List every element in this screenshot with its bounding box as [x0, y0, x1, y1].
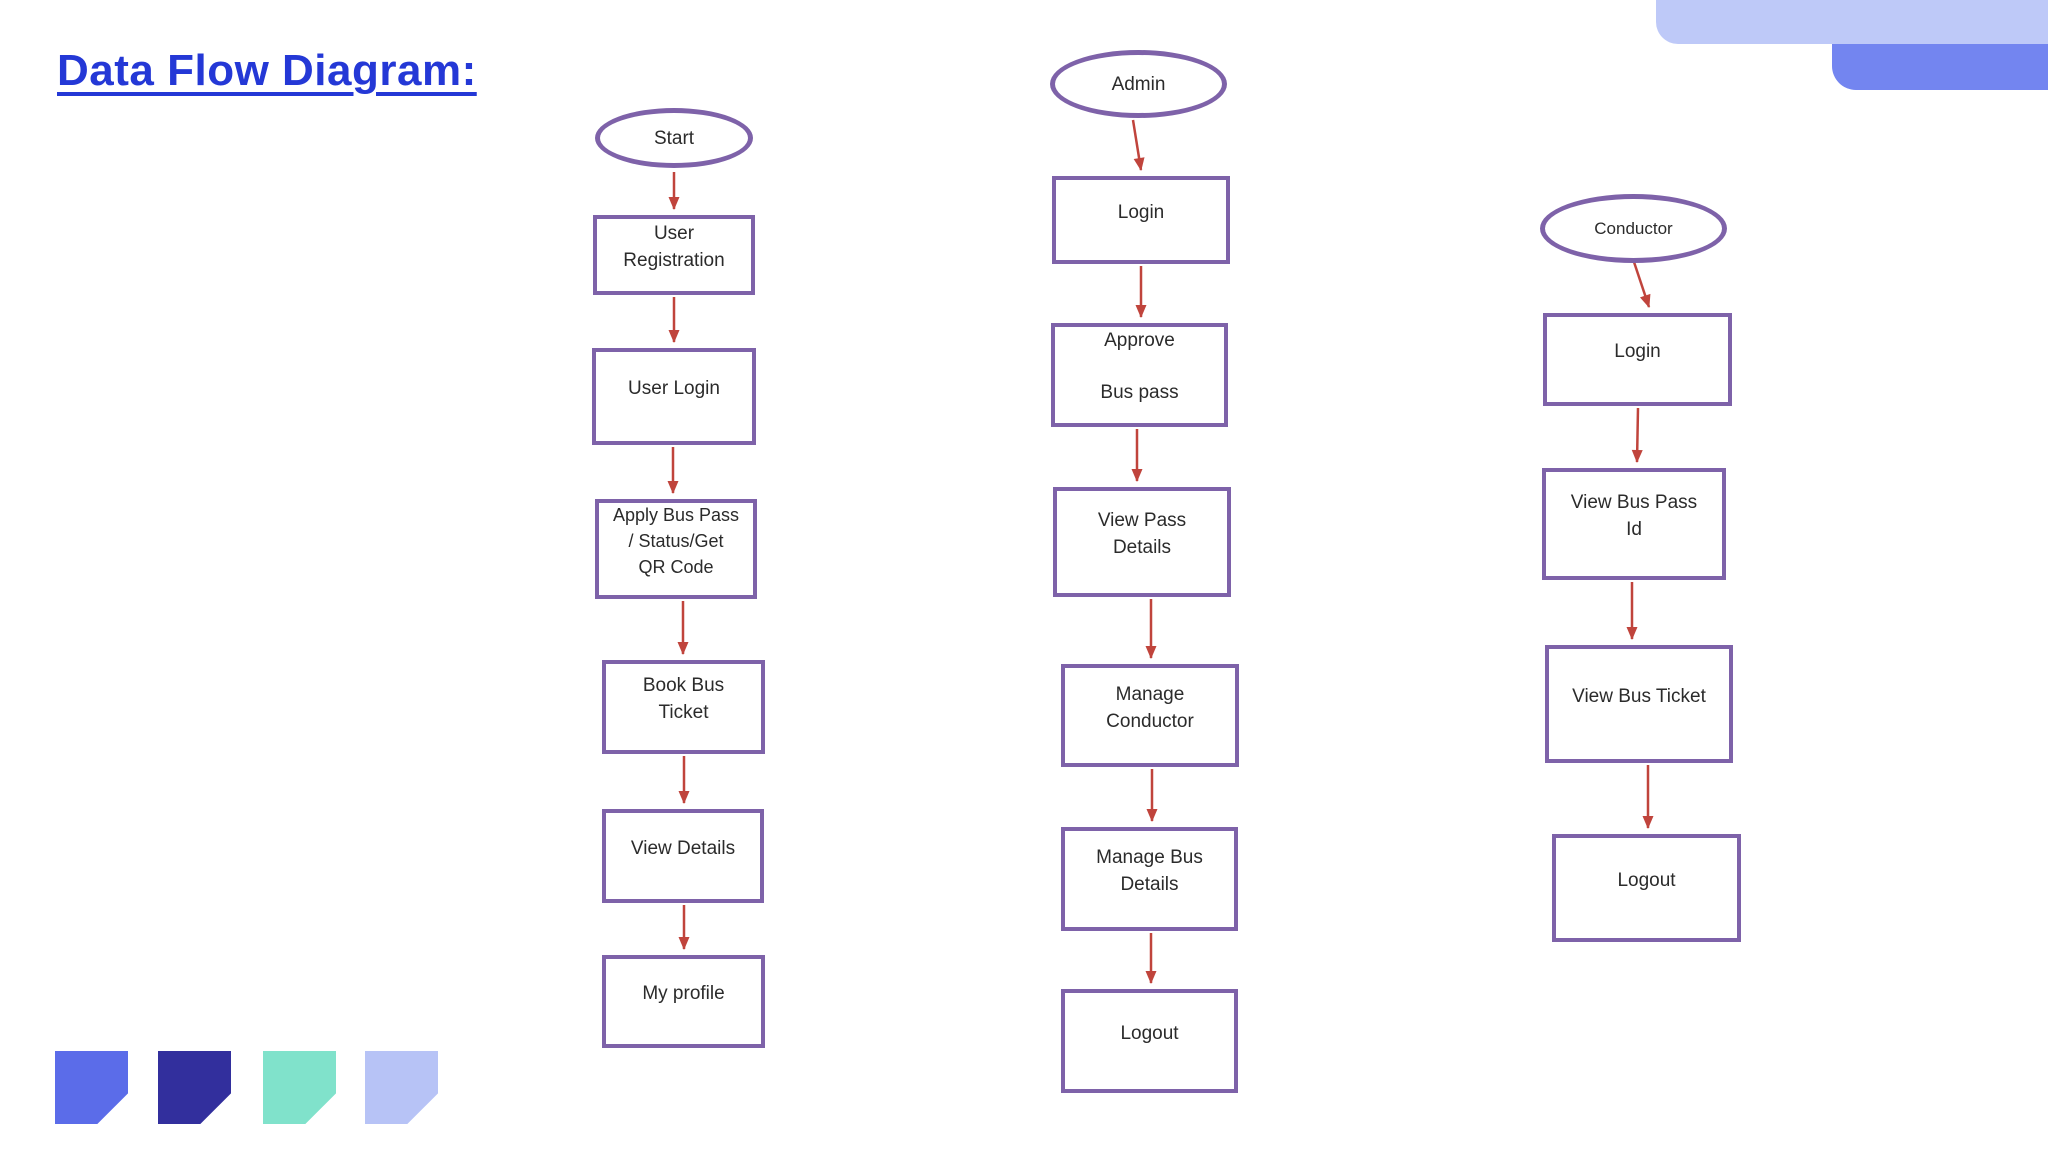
node-conductor-login: Login: [1543, 313, 1732, 406]
deco-banner-light: [1656, 0, 2048, 44]
node-label: My profile: [642, 983, 725, 1004]
node-manage-bus-details: Manage Bus Details: [1061, 827, 1238, 931]
node-label: View Pass Details: [1097, 510, 1187, 558]
node-user-login: User Login: [592, 348, 756, 445]
node-label: Manage Bus Details: [1096, 847, 1203, 895]
node-label: Login: [1614, 341, 1661, 362]
node-my-profile: My profile: [602, 955, 765, 1048]
node-label: Book Bus Ticket: [642, 675, 725, 723]
node-label: Login: [1117, 201, 1165, 223]
node-label: Manage Conductor: [1106, 683, 1194, 732]
node-label: Admin: [1111, 73, 1166, 95]
arrow-login-to-view-bus-pass-id: [1631, 407, 1643, 463]
arrow-conductor-to-login: [1632, 261, 1651, 308]
node-view-pass-details: View Pass Details: [1053, 487, 1231, 597]
node-view-bus-ticket: View Bus Ticket: [1545, 645, 1733, 763]
node-label: View Bus Ticket: [1572, 685, 1706, 707]
node-admin: Admin: [1050, 50, 1227, 118]
node-label: Logout: [1617, 869, 1676, 891]
node-manage-conductor: Manage Conductor: [1061, 664, 1239, 767]
node-user-registration: User Registration: [593, 215, 755, 295]
node-start: Start: [595, 108, 753, 168]
node-apply-bus-pass: Apply Bus Pass / Status/Get QR Code: [595, 499, 757, 599]
node-view-bus-pass-id: View Bus Pass Id: [1542, 468, 1726, 580]
arrow-admin-to-login: [1131, 119, 1145, 171]
node-conductor-logout: Logout: [1552, 834, 1741, 942]
node-label: Approve Bus pass: [1100, 330, 1179, 403]
page-title: Data Flow Diagram:: [57, 46, 477, 95]
node-label: User Registration: [623, 223, 725, 271]
node-conductor: Conductor: [1540, 194, 1727, 263]
node-book-bus-ticket: Book Bus Ticket: [602, 660, 765, 754]
node-label: View Bus Pass Id: [1570, 492, 1698, 540]
node-label: Apply Bus Pass / Status/Get QR Code: [612, 505, 740, 577]
node-label: User Login: [628, 378, 720, 399]
node-label: View Details: [630, 837, 736, 859]
node-admin-logout: Logout: [1061, 989, 1238, 1093]
node-label: Start: [653, 127, 695, 149]
node-admin-login: Login: [1052, 176, 1230, 264]
node-view-details: View Details: [602, 809, 764, 903]
node-approve-bus-pass: Approve Bus pass: [1051, 323, 1228, 427]
node-label: Logout: [1120, 1022, 1179, 1044]
node-label: Conductor: [1594, 219, 1673, 238]
